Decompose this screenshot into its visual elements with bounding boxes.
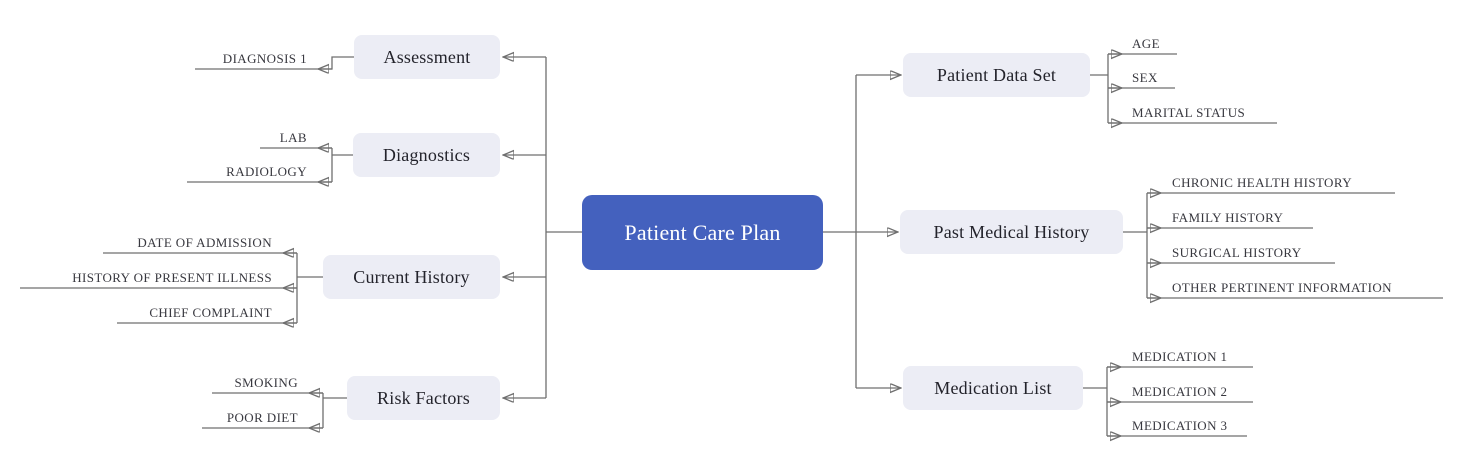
leaf-node-lab[interactable]: LAB — [279, 130, 307, 145]
leaf-node-date-of-admission[interactable]: DATE OF ADMISSION — [137, 235, 272, 250]
leaf-node-age[interactable]: AGE — [1132, 36, 1160, 51]
branch-node-risk-factors[interactable]: Risk Factors — [347, 376, 500, 420]
leaf-node-history-of-present-illness[interactable]: HISTORY OF PRESENT ILLNESS — [72, 270, 272, 285]
root-node-label: Patient Care Plan — [624, 219, 781, 245]
branch-node-label: Diagnostics — [382, 144, 471, 165]
branch-node-label: Current History — [353, 266, 470, 287]
leaf-node-smoking[interactable]: SMOKING — [234, 375, 298, 390]
leaf-node-family-history[interactable]: FAMILY HISTORY — [1172, 210, 1284, 225]
leaf-node-sex[interactable]: SEX — [1132, 70, 1158, 85]
root-node-patient-care-plan[interactable]: Patient Care Plan — [582, 195, 823, 270]
branch-node-label: Past Medical History — [933, 221, 1090, 242]
branch-node-label: Patient Data Set — [936, 64, 1057, 85]
branch-node-label: Assessment — [383, 46, 471, 67]
risk-factors-branch-lines — [202, 392, 347, 429]
leaf-node-chief-complaint[interactable]: CHIEF COMPLAINT — [149, 305, 272, 320]
branch-node-medication-list[interactable]: Medication List — [903, 366, 1083, 410]
past-medical-history-branch-lines — [1123, 192, 1443, 299]
leaf-node-poor-diet[interactable]: POOR DIET — [226, 410, 298, 425]
leaf-node-other-pertinent-information[interactable]: OTHER PERTINENT INFORMATION — [1172, 280, 1392, 295]
arrow-to-diagnosis-1 — [318, 56, 354, 69]
leaf-node-medication-3[interactable]: MEDICATION 3 — [1132, 418, 1228, 433]
leaf-node-diagnosis-1[interactable]: DIAGNOSIS 1 — [222, 51, 307, 66]
leaf-node-surgical-history[interactable]: SURGICAL HISTORY — [1172, 245, 1302, 260]
leaf-node-radiology[interactable]: RADIOLOGY — [226, 164, 307, 179]
branch-node-assessment[interactable]: Assessment — [354, 35, 500, 79]
branch-node-label: Risk Factors — [377, 387, 470, 408]
leaf-node-chronic-health-history[interactable]: CHRONIC HEALTH HISTORY — [1172, 175, 1352, 190]
leaf-node-medication-2[interactable]: MEDICATION 2 — [1132, 384, 1228, 399]
branch-node-past-medical-history[interactable]: Past Medical History — [900, 210, 1123, 254]
diagnostics-branch-lines — [187, 147, 353, 183]
leaf-node-marital-status[interactable]: MARITAL STATUS — [1132, 105, 1246, 120]
branch-node-current-history[interactable]: Current History — [323, 255, 500, 299]
branch-node-label: Medication List — [934, 377, 1052, 398]
branch-node-patient-data-set[interactable]: Patient Data Set — [903, 53, 1090, 97]
leaf-node-medication-1[interactable]: MEDICATION 1 — [1132, 349, 1228, 364]
branch-node-diagnostics[interactable]: Diagnostics — [353, 133, 500, 177]
